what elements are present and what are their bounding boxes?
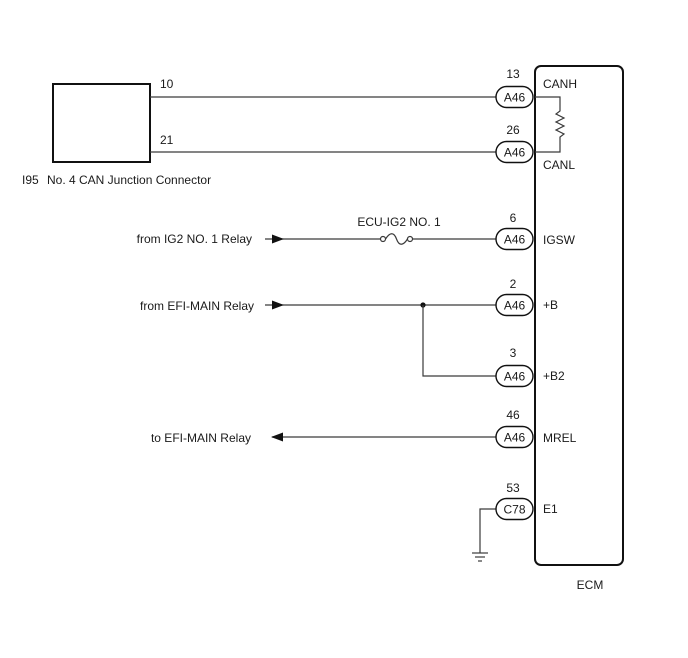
terminal-signal: +B2 [543, 369, 565, 383]
can-junction-connector-box [52, 83, 151, 163]
connector-pill [495, 293, 534, 317]
fuse-terminal-right [406, 235, 414, 243]
ecm-box [534, 65, 624, 566]
connector-code: C78 [503, 503, 525, 517]
junction-pin-21: 21 [160, 133, 174, 147]
terminal-pin-number: 53 [506, 481, 520, 495]
terminal-pin-number: 26 [506, 123, 520, 137]
connector-pill [495, 497, 534, 521]
connector-pill [495, 227, 534, 251]
can-junction-connector-name: No. 4 CAN Junction Connector [47, 173, 211, 187]
terminal-e1: 53 C78 E1 [495, 481, 558, 521]
terminal-signal: IGSW [543, 233, 576, 247]
wire-plus-b2 [422, 305, 496, 377]
terminal-signal: +B [543, 298, 558, 312]
terminal-canh: 13 A46 CANH [495, 67, 577, 109]
terminal-pin-number: 2 [510, 277, 517, 291]
ecm-label: ECM [577, 578, 604, 592]
arrow-right-icon [272, 300, 284, 310]
terminal-signal: CANH [543, 77, 577, 91]
wire-ground [479, 508, 496, 553]
source-ig2-relay: from IG2 NO. 1 Relay [137, 232, 252, 246]
terminal-signal: MREL [543, 431, 577, 445]
connector-pill [495, 364, 534, 388]
termination-resistor [535, 96, 566, 153]
connector-code: A46 [504, 146, 526, 160]
can-junction-connector-code: I95 [22, 173, 39, 187]
terminal-signal: E1 [543, 502, 558, 516]
source-efi-main-to: to EFI-MAIN Relay [151, 431, 251, 445]
terminal-igsw: 6 A46 IGSW [495, 211, 576, 251]
terminal-pin-number: 46 [506, 408, 520, 422]
source-efi-main-from: from EFI-MAIN Relay [140, 299, 254, 313]
connector-code: A46 [504, 431, 526, 445]
connector-code: A46 [504, 299, 526, 313]
fuse-label: ECU-IG2 NO. 1 [357, 215, 441, 229]
terminal-pin-number: 13 [506, 67, 520, 81]
arrow-right-icon [272, 234, 284, 244]
terminal-canl: 26 A46 CANL [495, 123, 575, 172]
connector-code: A46 [504, 91, 526, 105]
terminal-mrel: 46 A46 MREL [495, 408, 577, 449]
terminal-signal: CANL [543, 158, 575, 172]
junction-pin-10: 10 [160, 77, 174, 91]
terminal-pin-number: 6 [510, 211, 517, 225]
connector-pill [495, 140, 534, 164]
connector-pill [495, 85, 534, 109]
terminal-plus-b2: 3 A46 +B2 [495, 346, 565, 388]
connector-code: A46 [504, 370, 526, 384]
fuse-terminal-left [379, 235, 387, 243]
terminal-pin-number: 3 [510, 346, 517, 360]
terminal-plus-b: 2 A46 +B [495, 277, 558, 317]
arrow-left-icon [271, 432, 283, 442]
connector-code: A46 [504, 233, 526, 247]
fuse-icon [384, 233, 409, 245]
connector-pill [495, 425, 534, 449]
